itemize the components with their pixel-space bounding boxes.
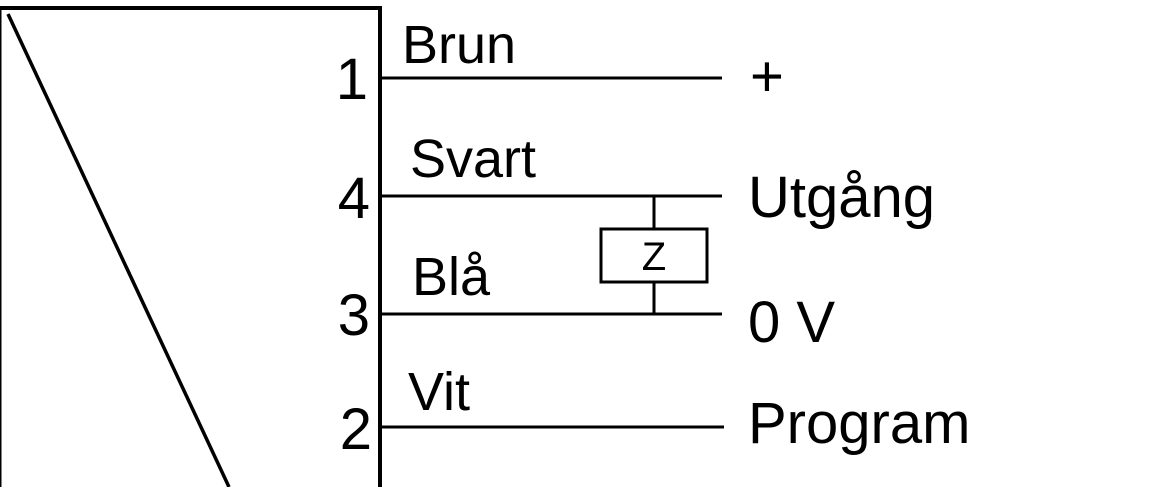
signal-label-zero-volt: 0 V xyxy=(748,290,835,355)
pin-number-4: 4 xyxy=(338,166,370,231)
wire-color-brown: Brun xyxy=(402,15,516,75)
signal-label-plus: + xyxy=(750,44,784,109)
connection-2: 2 Vit Program xyxy=(340,362,971,462)
pin-number-3: 3 xyxy=(338,283,370,348)
pin-number-2: 2 xyxy=(340,397,372,462)
wire-color-white: Vit xyxy=(408,362,470,422)
wire-color-black: Svart xyxy=(410,129,536,189)
connection-4: 4 Svart Utgång xyxy=(338,129,935,231)
pin-number-1: 1 xyxy=(336,47,368,112)
sensor-body xyxy=(0,6,382,487)
load-label: Z xyxy=(642,235,666,279)
connection-1: 1 Brun + xyxy=(336,15,784,112)
connection-3: 3 Blå 0 V xyxy=(338,247,836,355)
sensor-body-outline xyxy=(0,6,382,487)
sensor-diagonal-mark xyxy=(6,13,231,487)
signal-label-output: Utgång xyxy=(748,165,935,230)
wire-color-blue: Blå xyxy=(412,247,491,307)
signal-label-program: Program xyxy=(748,391,970,456)
load-z: Z xyxy=(599,196,709,314)
